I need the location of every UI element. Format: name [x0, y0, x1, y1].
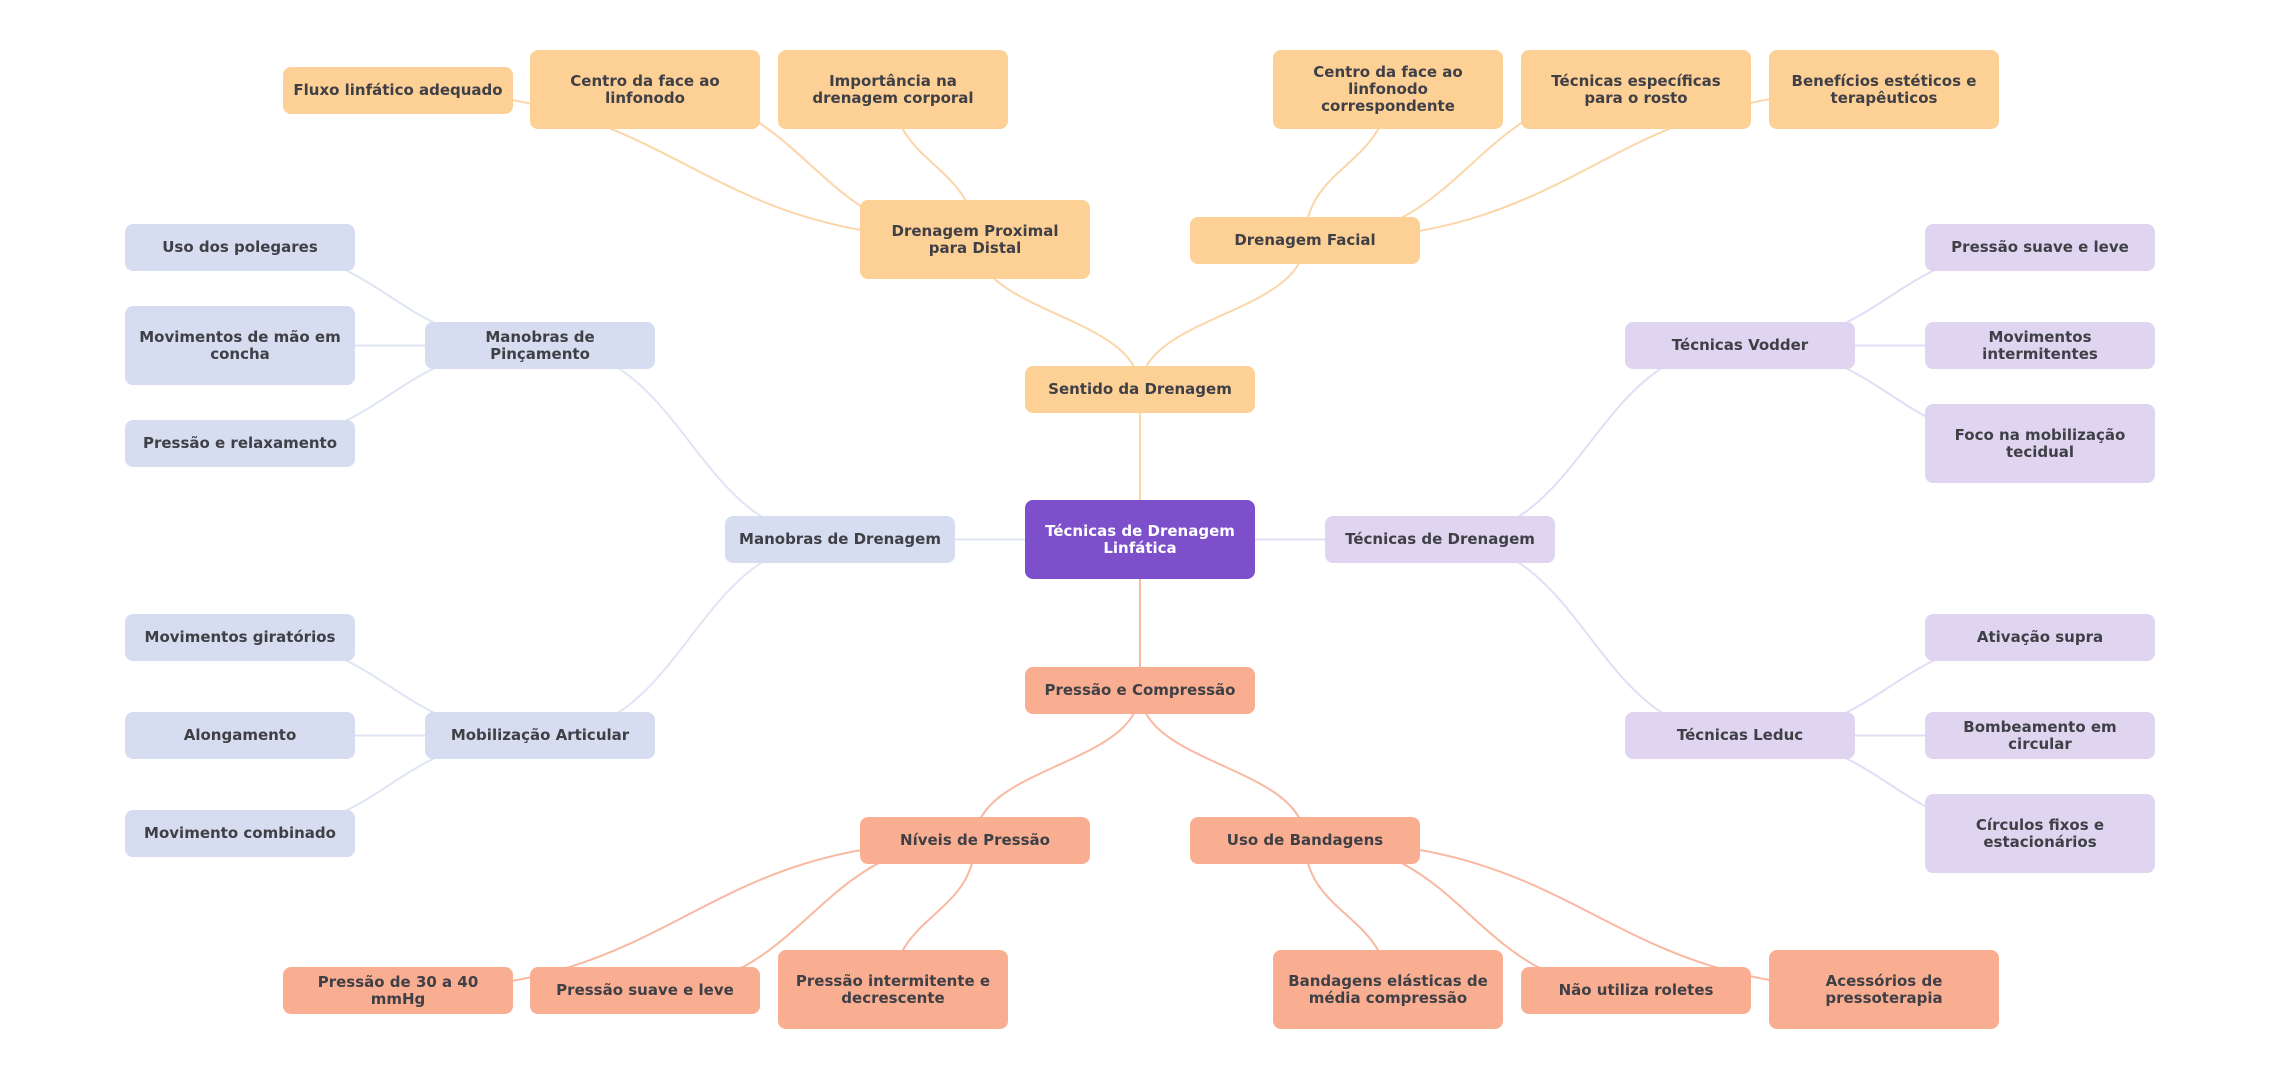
leaf-node-bandagens-elasticas-de-media-compressao[interactable]: Bandagens elásticas de média compressão: [1273, 950, 1503, 1029]
leaf-node-alongamento[interactable]: Alongamento: [125, 712, 355, 759]
leaf-node-foco-na-mobilizacao-tecidual[interactable]: Foco na mobilização tecidual: [1925, 404, 2155, 483]
subtopic-node-drenagem-facial[interactable]: Drenagem Facial: [1190, 217, 1420, 264]
branch-node-manobras-de-drenagem[interactable]: Manobras de Drenagem: [725, 516, 955, 563]
subtopic-node-mobilizacao-articular[interactable]: Mobilização Articular: [425, 712, 655, 759]
connector-tecnicas-leduc: [1439, 538, 1741, 737]
leaf-node-pressao-suave-e-leve[interactable]: Pressão suave e leve: [530, 967, 760, 1014]
leaf-node-movimentos-de-mao-em-concha[interactable]: Movimentos de mão em concha: [125, 306, 355, 385]
leaf-node-movimento-combinado[interactable]: Movimento combinado: [125, 810, 355, 857]
leaf-node-pressao-suave-e-leve[interactable]: Pressão suave e leve: [1925, 224, 2155, 271]
connector-pressao-bandagens: [1139, 690, 1306, 841]
connector-tecnicas-vodder: [1439, 344, 1741, 541]
subtopic-node-tecnicas-vodder[interactable]: Técnicas Vodder: [1625, 322, 1855, 369]
leaf-node-nao-utiliza-roletes[interactable]: Não utiliza roletes: [1521, 967, 1751, 1014]
subtopic-node-uso-de-bandagens[interactable]: Uso de Bandagens: [1190, 817, 1420, 864]
leaf-node-bombeamento-em-circular[interactable]: Bombeamento em circular: [1925, 712, 2155, 759]
leaf-node-pressao-de-30-a-40-mmhg[interactable]: Pressão de 30 a 40 mmHg: [283, 967, 513, 1014]
leaf-node-tecnicas-especificas-para-o-rosto[interactable]: Técnicas específicas para o rosto: [1521, 50, 1751, 129]
subtopic-node-niveis-de-pressao[interactable]: Níveis de Pressão: [860, 817, 1090, 864]
root-node[interactable]: Técnicas de Drenagem Linfática: [1025, 500, 1255, 579]
branch-node-sentido-da-drenagem[interactable]: Sentido da Drenagem: [1025, 366, 1255, 413]
branch-node-tecnicas-de-drenagem[interactable]: Técnicas de Drenagem: [1325, 516, 1555, 563]
leaf-node-movimentos-intermitentes[interactable]: Movimentos intermitentes: [1925, 322, 2155, 369]
leaf-node-circulos-fixos-e-estacionarios[interactable]: Círculos fixos e estacionários: [1925, 794, 2155, 873]
branch-node-pressao-e-compressao[interactable]: Pressão e Compressão: [1025, 667, 1255, 714]
subtopic-node-manobras-de-pincamento[interactable]: Manobras de Pinçamento: [425, 322, 655, 369]
subtopic-node-tecnicas-leduc[interactable]: Técnicas Leduc: [1625, 712, 1855, 759]
leaf-node-acessorios-de-pressoterapia[interactable]: Acessórios de pressoterapia: [1769, 950, 1999, 1029]
leaf-node-importancia-na-drenagem-corporal[interactable]: Importância na drenagem corporal: [778, 50, 1008, 129]
leaf-node-uso-dos-polegares[interactable]: Uso dos polegares: [125, 224, 355, 271]
leaf-node-ativacao-supra[interactable]: Ativação supra: [1925, 614, 2155, 661]
leaf-node-movimentos-giratorios[interactable]: Movimentos giratórios: [125, 614, 355, 661]
leaf-node-centro-da-face-ao-linfonodo[interactable]: Centro da face ao linfonodo: [530, 50, 760, 129]
leaf-node-fluxo-linfatico-adequado[interactable]: Fluxo linfático adequado: [283, 67, 513, 114]
subtopic-node-drenagem-proximal-para-distal[interactable]: Drenagem Proximal para Distal: [860, 200, 1090, 279]
connector-manobras-mobilizacao: [539, 538, 841, 737]
leaf-node-beneficios-esteticos-e-terapeuticos[interactable]: Benefícios estéticos e terapêuticos: [1769, 50, 1999, 129]
leaf-node-pressao-e-relaxamento[interactable]: Pressão e relaxamento: [125, 420, 355, 467]
connector-manobras-pincamento: [539, 344, 841, 541]
leaf-node-pressao-intermitente-e-decrescente[interactable]: Pressão intermitente e decrescente: [778, 950, 1008, 1029]
connector-sentido-facial: [1139, 240, 1306, 390]
leaf-node-centro-da-face-ao-linfonodo-correspondente[interactable]: Centro da face ao linfonodo corresponden…: [1273, 50, 1503, 129]
connector-pressao-niveis: [974, 690, 1141, 841]
